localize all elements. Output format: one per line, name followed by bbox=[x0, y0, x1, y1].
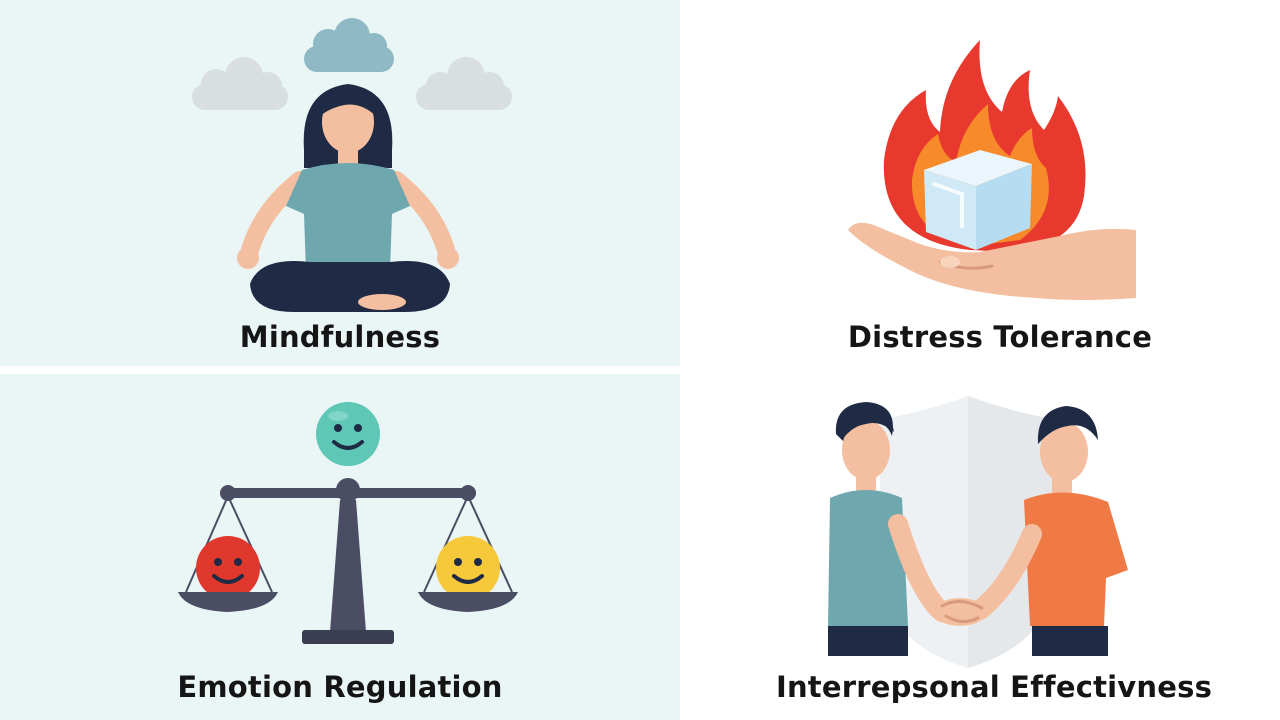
panel-divider bbox=[0, 366, 680, 374]
cloud-icon-right bbox=[416, 57, 512, 110]
person-left-icon bbox=[828, 402, 952, 656]
fire-ice-illustration bbox=[848, 40, 1136, 300]
happy-face-icon-red bbox=[196, 536, 260, 600]
cloud-icon-top bbox=[304, 18, 394, 72]
happy-face-icon-top bbox=[316, 402, 380, 466]
panel-mindfulness: Mindfulness bbox=[0, 0, 680, 366]
happy-face-icon-yellow bbox=[436, 536, 500, 600]
handshake-icon bbox=[934, 598, 986, 626]
handshake-illustration bbox=[828, 396, 1128, 668]
panel-title-mindfulness: Mindfulness bbox=[239, 320, 441, 354]
cloud-icon-left bbox=[192, 57, 288, 110]
person-right-icon bbox=[970, 406, 1128, 656]
panel-interpersonal-effectiveness: Interrepsonal Effectivness bbox=[680, 374, 1280, 720]
hand-icon bbox=[848, 222, 1136, 300]
panel-title-distress-tolerance: Distress Tolerance bbox=[847, 320, 1153, 354]
balance-scale-illustration bbox=[178, 402, 518, 644]
panel-title-interpersonal-effectiveness: Interrepsonal Effectivness bbox=[775, 670, 1213, 704]
panel-title-emotion-regulation: Emotion Regulation bbox=[177, 670, 503, 704]
panel-emotion-regulation: Emotion Regulation bbox=[0, 374, 680, 720]
panel-distress-tolerance: Distress Tolerance bbox=[680, 0, 1280, 366]
meditation-illustration bbox=[192, 18, 512, 312]
ice-cube-icon bbox=[924, 150, 1032, 250]
